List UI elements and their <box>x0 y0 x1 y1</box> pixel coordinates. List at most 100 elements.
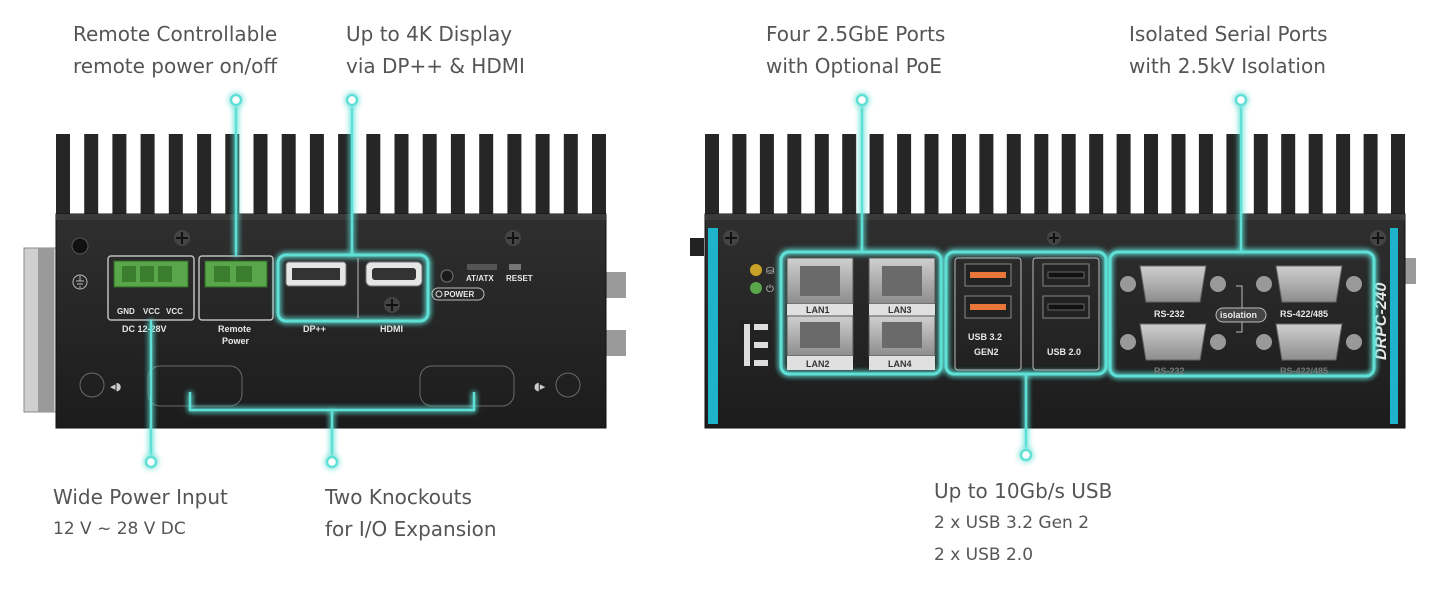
heatsink-fin <box>1308 134 1323 218</box>
usb32-label: USB 3.2 <box>968 332 1002 342</box>
usb2-port <box>1042 295 1090 319</box>
usb3-port <box>964 263 1012 287</box>
screw-icon <box>505 230 521 246</box>
heatsink-fin <box>842 134 857 218</box>
heatsink-fin <box>1089 134 1104 218</box>
heatsink-fin <box>1116 134 1131 218</box>
front-callout-lines <box>149 100 476 462</box>
antenna-hole <box>555 372 581 398</box>
iei-logo <box>740 320 772 370</box>
rs422-label: RS-422/485 <box>1280 366 1328 376</box>
heatsink-fin <box>979 134 994 218</box>
heatsink-fin <box>253 134 268 218</box>
rear-callout-lines <box>860 100 1243 455</box>
isolation-label: isolation <box>1220 310 1257 320</box>
screw-icon <box>1370 230 1386 246</box>
rs232-label: RS-232 <box>1154 366 1185 376</box>
callout-knockouts: Two Knockouts for I/O Expansion <box>325 485 497 541</box>
dp-label: DP++ <box>303 324 326 334</box>
heatsink-fin <box>450 134 465 218</box>
heatsink-fin <box>479 134 494 218</box>
heatsink-fin <box>1198 134 1213 218</box>
reset-label: RESET <box>506 274 533 283</box>
front-callout-dots <box>144 93 359 469</box>
heatsink-fin <box>1144 134 1158 218</box>
power-button <box>440 269 454 283</box>
hdd-led <box>750 264 762 276</box>
hdd-icon: ⛁ <box>766 266 774 277</box>
wifi-icon: ◖▸ <box>534 380 546 393</box>
heatsink-fin <box>1226 134 1241 218</box>
gnd-label: GND <box>117 307 135 316</box>
rear-panel: ⛁ ⏻ DRPC-240 LAN1 LAN2 LAN3 <box>690 134 1416 429</box>
serial-port <box>1256 323 1362 361</box>
dc-input-label: DC 12-28V <box>122 324 167 334</box>
power-icon <box>435 290 443 298</box>
rs232-label: RS-232 <box>1154 309 1185 319</box>
heatsink-fin <box>1034 134 1049 218</box>
lan4-label: LAN4 <box>888 359 912 369</box>
lan-port: LAN2 <box>786 315 854 370</box>
heatsink-fin <box>759 134 774 218</box>
heatsink-fin <box>897 134 912 218</box>
heatsink-fin <box>84 134 99 218</box>
heatsink-fin <box>869 134 884 218</box>
usb20-label: USB 2.0 <box>1047 347 1081 357</box>
at-atx-label: AT/ATX <box>466 274 494 283</box>
heatsink-fin <box>1171 134 1186 218</box>
callout-lan: Four 2.5GbE Ports with Optional PoE <box>766 22 946 78</box>
lan1-label: LAN1 <box>806 305 830 315</box>
power-led <box>750 282 762 294</box>
model-label: DRPC-240 <box>1373 283 1390 360</box>
knockout-left <box>147 365 243 407</box>
heatsink-fin <box>814 134 829 218</box>
heatsink-fin <box>507 134 522 218</box>
gen2-label: GEN2 <box>974 347 999 357</box>
callout-usb: Up to 10Gb/s USB 2 x USB 3.2 Gen 2 2 x U… <box>934 479 1113 565</box>
callout-display: Up to 4K Display via DP++ & HDMI <box>346 22 525 78</box>
heatsink-fin <box>422 134 437 218</box>
heatsink-fin <box>168 134 183 218</box>
lan-port: LAN1 <box>786 257 854 316</box>
vcc-label: VCC <box>166 307 183 316</box>
screw-icon <box>384 297 400 313</box>
knockout-right <box>419 365 515 407</box>
heatsink-fin <box>366 134 381 218</box>
hdmi-label: HDMI <box>380 324 403 334</box>
rear-callout-dots <box>855 93 1248 462</box>
heatsink-fin <box>952 134 966 218</box>
lan-port: LAN3 <box>868 257 936 316</box>
power-label: Power <box>222 336 250 346</box>
heatsink-fin <box>1281 134 1296 218</box>
heatsink-fin <box>1253 134 1268 218</box>
callout-wide-power: Wide Power Input 12 V ~ 28 V DC <box>53 485 228 539</box>
power-label: POWER <box>444 290 474 299</box>
heatsink-fin <box>924 134 939 218</box>
heatsink-fin <box>1061 134 1076 218</box>
remote-label: Remote <box>218 324 251 334</box>
antenna-hole <box>79 372 105 398</box>
heatsink-fin <box>281 134 296 218</box>
heatsink-fin <box>592 134 606 218</box>
ground-icon <box>72 274 88 290</box>
serial-port <box>1256 265 1362 303</box>
heatsink-fin <box>56 134 70 218</box>
heatsink-fin <box>1363 134 1378 218</box>
heatsink-fin <box>338 134 353 218</box>
lan-port: LAN4 <box>868 315 936 370</box>
heatsink-fin <box>1006 134 1021 218</box>
heatsink-fin <box>394 134 409 218</box>
heatsink-fin <box>309 134 324 218</box>
callout-remote-power: Remote Controllable remote power on/off <box>73 22 278 78</box>
heatsink-fin <box>140 134 155 218</box>
vcc-label: VCC <box>143 307 160 316</box>
usb3-port <box>964 295 1012 319</box>
lan2-label: LAN2 <box>806 359 830 369</box>
heatsink-fin <box>535 134 550 218</box>
serial-port <box>1120 265 1226 303</box>
heatsink-fin <box>112 134 127 218</box>
rs422-label: RS-422/485 <box>1280 309 1328 319</box>
screw-icon <box>174 230 190 246</box>
screw-icon <box>1047 231 1061 245</box>
